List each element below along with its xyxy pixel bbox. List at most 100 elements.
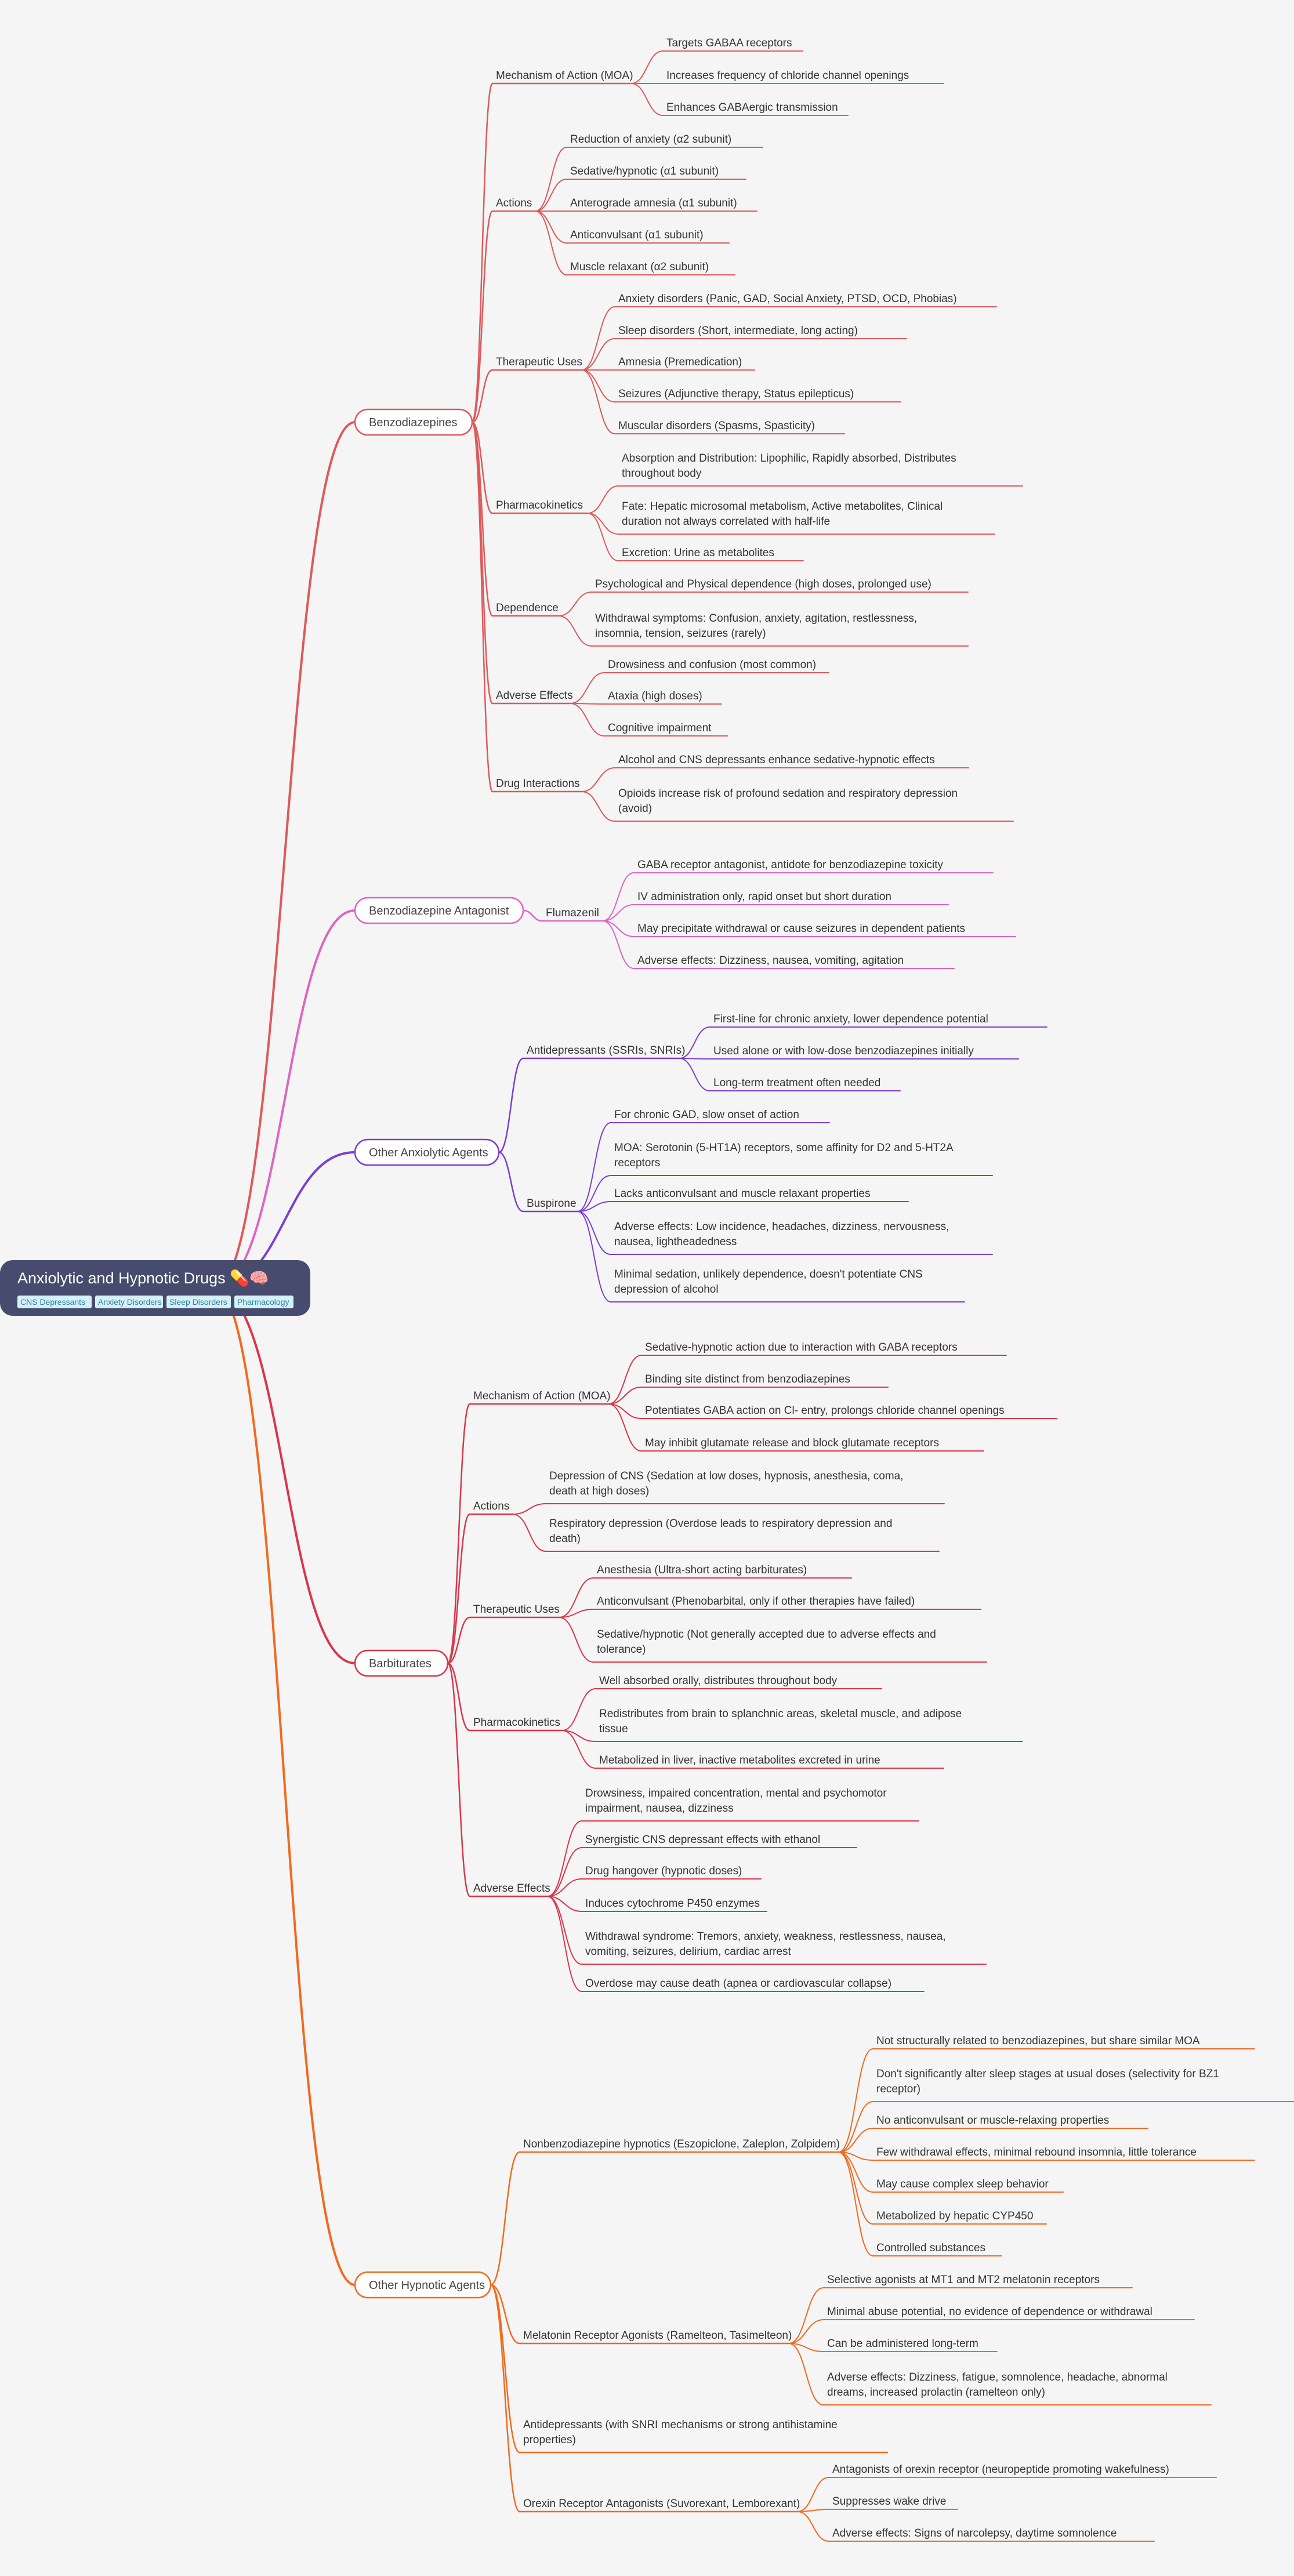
branch-pill [354,1649,449,1677]
leaf-connector [547,1896,582,1965]
leaf-node-label: GABA receptor antagonist, antidote for b… [637,859,944,871]
root-tag: Anxiety Disorders [95,1296,163,1308]
sub-connector [471,210,494,423]
sub-node-label[interactable]: Drug Interactions [496,778,580,790]
leaf-connector [570,703,605,705]
leaf-connector [535,147,567,212]
leaf-connector [679,1026,711,1059]
leaf-node-label: Selective agonists at MT1 and MT2 melato… [827,2274,1100,2286]
leaf-connector [788,2319,824,2344]
leaf-node-label: Adverse effects: Signs of narcolepsy, da… [832,2527,1117,2539]
sub-node-label[interactable]: Flumazenil [546,907,599,919]
leaf-node-label: Sleep disorders (Short, intermediate, lo… [618,325,858,337]
leaf-node-label: Redistributes from brain to splanchnic a… [599,1708,962,1735]
leaf-node-label: Reduction of anxiety (α2 subunit) [570,133,731,146]
leaf-connector [547,1896,582,1912]
leaf-node-label: Respiratory depression (Overdose leads t… [549,1518,892,1545]
leaf-node-label: Metabolized in liver, inactive metabolit… [599,1754,880,1766]
leaf-node-label: For chronic GAD, slow onset of action [614,1109,799,1121]
root-node[interactable]: Anxiolytic and Hypnotic Drugs 💊🧠 CNS Dep… [0,1260,310,1316]
sub-node-label[interactable]: Mechanism of Action (MOA) [473,1390,611,1402]
sub-connector [490,2284,521,2513]
leaf-node-label: Drowsiness, impaired concentration, ment… [585,1787,887,1815]
leaf-connector [581,767,615,792]
leaf-node-label: Depression of CNS (Sedation at low doses… [549,1470,903,1497]
sub-connector [498,1057,524,1153]
sub-node-label[interactable]: Therapeutic Uses [473,1603,560,1616]
sub-node-label[interactable]: Pharmacokinetics [473,1717,560,1729]
leaf-connector [535,211,567,244]
sub-node-label[interactable]: Melatonin Receptor Agonists (Ramelteon, … [523,2330,792,2342]
sub-node-label[interactable]: Antidepressants (SSRIs, SNRIs) [527,1044,685,1057]
svg-text:Sleep Disorders: Sleep Disorders [169,1297,227,1307]
leaf-connector [838,2151,873,2161]
leaf-connector [838,2101,873,2153]
leaf-node-label: Sedative-hypnotic action due to interact… [645,1341,958,1354]
leaf-node-label: Anxiety disorders (Panic, GAD, Social An… [618,293,957,305]
leaf-connector [559,1617,594,1663]
branch-label: Other Hypnotic Agents [369,2279,485,2292]
sub-connector [471,421,494,514]
leaf-connector [608,1387,642,1405]
root-title: Anxiolytic and Hypnotic Drugs 💊🧠 [17,1268,269,1287]
leaf-connector [679,1058,711,1091]
sub-node-label[interactable]: Therapeutic Uses [496,356,582,368]
leaf-connector [577,1175,611,1212]
branch-node[interactable]: Other Hypnotic Agents [354,2271,492,2299]
sub-node-label[interactable]: Nonbenzodiazepine hypnotics (Eszopiclone… [523,2138,840,2150]
branch-node[interactable]: Benzodiazepine Antagonist [354,897,524,924]
root-tag: Sleep Disorders [166,1296,231,1308]
sub-node-label[interactable]: Adverse Effects [473,1882,550,1895]
leaf-node-label: MOA: Serotonin (5-HT1A) receptors, some … [614,1142,954,1169]
leaf-connector [587,513,619,561]
leaf-connector [602,872,635,921]
leaf-node-label: Cognitive impairment [608,722,712,734]
leaf-node-label: Anticonvulsant (α1 subunit) [570,229,704,241]
branch-connector [213,909,356,1289]
branch-pill [354,897,524,924]
sub-node-label[interactable]: Buspirone [527,1198,577,1210]
leaf-connector [581,369,615,402]
leaf-connector [797,2511,829,2542]
leaf-connector [602,920,635,969]
sub-node-label[interactable]: Dependence [496,602,559,614]
branch-node[interactable]: Barbiturates [354,1649,449,1677]
sub-node-label[interactable]: Actions [473,1500,509,1512]
sub-connector [471,421,494,793]
leaf-connector [587,485,619,514]
leaf-connector [570,703,605,736]
branch-node[interactable]: Other Anxiolytic Agents [354,1138,500,1166]
root-tags: CNS Depressants Anxiety Disorders Sleep Di… [17,1296,293,1308]
leaf-node-label: Controlled substances [876,2242,985,2254]
leaf-connector [788,2343,824,2352]
branch-label: Other Anxiolytic Agents [369,1146,488,1159]
leaf-connector [535,211,567,275]
leaf-node-label: Excretion: Urine as metabolites [622,547,774,559]
svg-text:CNS Depressants: CNS Depressants [20,1297,85,1307]
leaf-node-label: Fate: Hepatic microsomal metabolism, Act… [622,500,943,528]
branch-label: Barbiturates [369,1657,432,1670]
leaf-connector [838,2151,873,2193]
leaf-node-label: Anterograde amnesia (α1 subunit) [570,197,737,209]
sub-node-label[interactable]: Adverse Effects [496,690,573,702]
leaf-connector [838,2048,873,2153]
sub-node-label[interactable]: Actions [496,197,532,209]
leaf-connector [561,1730,596,1769]
leaf-node-label: Can be administered long-term [827,2338,978,2350]
sub-node-label[interactable]: Pharmacokinetics [496,499,583,511]
sub-node-label[interactable]: Mechanism of Action (MOA) [496,70,633,82]
leaf-connector [547,1820,582,1897]
leaf-connector [547,1847,582,1897]
sub-node-label[interactable]: Orexin Receptor Antagonists (Suvorexant,… [523,2498,800,2510]
leaf-connector [581,306,615,371]
leaf-connector [577,1201,611,1212]
leaf-connector [535,179,567,212]
leaf-node-label: Muscle relaxant (α2 subunit) [570,261,709,273]
branch-node[interactable]: Benzodiazepines [354,408,473,436]
sub-connector [447,1513,471,1664]
leaf-node-label: No anticonvulsant or muscle-relaxing pro… [876,2114,1109,2127]
leaf-connector [561,1688,596,1731]
leaf-node-label: IV administration only, rapid onset but … [637,891,891,903]
leaf-node-label: Muscular disorders (Spasms, Spasticity) [618,420,815,432]
leaf-node-label: First-line for chronic anxiety, lower de… [713,1013,988,1025]
